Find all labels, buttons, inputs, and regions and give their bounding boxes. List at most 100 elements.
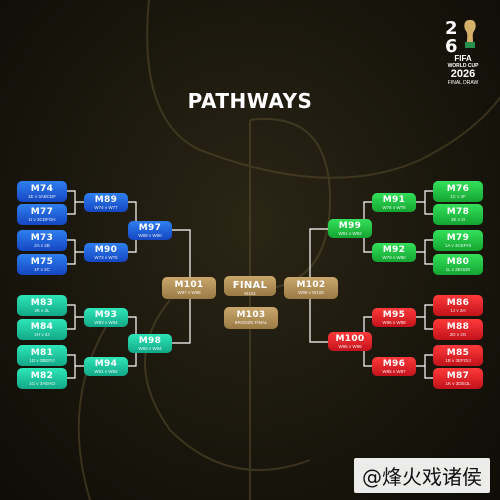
match-box-m90: M90 W73 v W75 bbox=[84, 243, 128, 262]
match-box-m89: M89 W74 v W77 bbox=[84, 193, 128, 212]
match-box-m102: M102 W99 v W100 bbox=[284, 277, 338, 299]
match-code: M94 bbox=[94, 359, 118, 369]
match-code: M97 bbox=[138, 223, 162, 233]
match-box-m80: M80 1L v 3EHIJK bbox=[433, 254, 483, 275]
match-code: M83 bbox=[30, 298, 54, 308]
match-code: M99 bbox=[338, 221, 362, 231]
match-box-m77: M77 1I v 3CDFGH bbox=[17, 204, 67, 225]
match-box-m88: M88 2D v 2G bbox=[433, 319, 483, 340]
final-title: FINAL bbox=[232, 280, 268, 291]
match-box-m101: M101 W97 v W98 bbox=[162, 277, 216, 299]
match-box-m82: M82 1G v 3AEHIJ bbox=[17, 368, 67, 389]
match-detail: W81 v W82 bbox=[94, 369, 118, 374]
match-code: M102 bbox=[296, 280, 326, 290]
match-detail: W89 v W90 bbox=[138, 233, 162, 238]
match-box-m87: M87 1K v 3DEIJL bbox=[433, 368, 483, 389]
match-box-m91: M91 W76 v W78 bbox=[372, 193, 416, 212]
match-detail: 1C v 2F bbox=[450, 194, 466, 199]
match-code: M103 bbox=[236, 310, 266, 320]
match-detail: W79 v W80 bbox=[382, 255, 406, 260]
match-box-m84: M84 1H v 2J bbox=[17, 319, 67, 340]
match-box-m96: M96 W85 v W87 bbox=[372, 357, 416, 376]
final-detail: M104 bbox=[244, 291, 256, 296]
match-detail: 1A v 3CEFHI bbox=[444, 243, 471, 248]
world-cup-logo: 2 6 FIFA WORLD CUP 2026 FINAL DRAW bbox=[436, 14, 490, 96]
match-detail: 1L v 3EHIJK bbox=[445, 267, 471, 272]
match-code: M82 bbox=[30, 371, 54, 381]
match-code: M92 bbox=[382, 245, 406, 255]
match-box-m100: M100 W95 v W96 bbox=[328, 332, 372, 351]
match-code: M96 bbox=[382, 359, 406, 369]
match-box-m78: M78 2E v 2I bbox=[433, 204, 483, 225]
match-box-m76: M76 1C v 2F bbox=[433, 181, 483, 202]
match-code: M84 bbox=[30, 322, 54, 332]
logo-line-3: FINAL DRAW bbox=[447, 80, 479, 86]
match-detail: W97 v W98 bbox=[177, 290, 201, 295]
match-code: M93 bbox=[94, 310, 118, 320]
watermark: @烽火戏诸侯 bbox=[354, 458, 490, 493]
match-code: M89 bbox=[94, 195, 118, 205]
match-detail: 1F v 2C bbox=[34, 267, 50, 272]
logo-line-2: 2026 bbox=[450, 68, 476, 80]
match-code: M90 bbox=[94, 245, 118, 255]
page-title: PATHWAYS bbox=[187, 89, 313, 113]
match-code: M98 bbox=[138, 336, 162, 346]
match-detail: W86 v W88 bbox=[382, 320, 406, 325]
match-detail: W74 v W77 bbox=[94, 205, 118, 210]
match-code: M95 bbox=[382, 310, 406, 320]
match-code: M73 bbox=[30, 233, 54, 243]
svg-text:6: 6 bbox=[445, 36, 458, 54]
match-box-m81: M81 1D v 3BEFIJ bbox=[17, 345, 67, 366]
match-code: M91 bbox=[382, 195, 406, 205]
match-code: M80 bbox=[446, 257, 470, 267]
match-box-m75: M75 1F v 2C bbox=[17, 254, 67, 275]
match-detail: W91 v W92 bbox=[338, 231, 362, 236]
match-box-m73: M73 2A v 2B bbox=[17, 230, 67, 251]
match-detail: 1G v 3AEHIJ bbox=[28, 381, 55, 386]
match-code: M86 bbox=[446, 298, 470, 308]
match-code: M75 bbox=[30, 257, 54, 267]
match-box-m97: M97 W89 v W90 bbox=[128, 221, 172, 240]
match-box-m98: M98 W93 v W94 bbox=[128, 334, 172, 353]
match-detail: 1J v 2H bbox=[450, 308, 466, 313]
svg-text:2: 2 bbox=[445, 18, 458, 39]
match-code: M88 bbox=[446, 322, 470, 332]
match-box-m95: M95 W86 v W88 bbox=[372, 308, 416, 327]
match-detail: BRONZE FINAL bbox=[234, 320, 268, 325]
match-detail: W76 v W78 bbox=[382, 205, 406, 210]
logo-brand: FIFA bbox=[454, 54, 472, 63]
match-code: M76 bbox=[446, 184, 470, 194]
match-detail: 1B v 3EFGIJ bbox=[445, 358, 471, 363]
logo-line-1: WORLD CUP bbox=[447, 63, 479, 69]
match-code: M81 bbox=[30, 348, 54, 358]
match-detail: 2D v 2G bbox=[449, 332, 467, 337]
match-detail: W83 v W84 bbox=[94, 320, 118, 325]
match-box-m93: M93 W83 v W84 bbox=[84, 308, 128, 327]
match-box-m99: M99 W91 v W92 bbox=[328, 219, 372, 238]
match-box-m74: M74 1E v 3ABCDF bbox=[17, 181, 67, 202]
match-box-m103: M103 BRONZE FINAL bbox=[224, 307, 278, 329]
match-detail: W95 v W96 bbox=[338, 344, 362, 349]
match-box-m79: M79 1A v 3CEFHI bbox=[433, 230, 483, 251]
match-code: M77 bbox=[30, 207, 54, 217]
match-code: M100 bbox=[335, 334, 365, 344]
match-code: M101 bbox=[174, 280, 204, 290]
match-box-m86: M86 1J v 2H bbox=[433, 295, 483, 316]
match-detail: 2A v 2B bbox=[34, 243, 50, 248]
match-detail: W85 v W87 bbox=[382, 369, 406, 374]
match-detail: 1H v 2J bbox=[34, 332, 50, 337]
match-box-m94: M94 W81 v W82 bbox=[84, 357, 128, 376]
match-detail: 1D v 3BEFIJ bbox=[29, 358, 55, 363]
match-code: M87 bbox=[446, 371, 470, 381]
match-detail: 1E v 3ABCDF bbox=[27, 194, 56, 199]
match-box-m83: M83 2K v 2L bbox=[17, 295, 67, 316]
match-detail: 1I v 3CDFGH bbox=[28, 217, 56, 222]
match-detail: W93 v W94 bbox=[138, 346, 162, 351]
final-box: FINAL M104 bbox=[224, 276, 276, 296]
match-code: M74 bbox=[30, 184, 54, 194]
match-box-m85: M85 1B v 3EFGIJ bbox=[433, 345, 483, 366]
match-code: M85 bbox=[446, 348, 470, 358]
match-detail: 1K v 3DEIJL bbox=[445, 381, 471, 386]
